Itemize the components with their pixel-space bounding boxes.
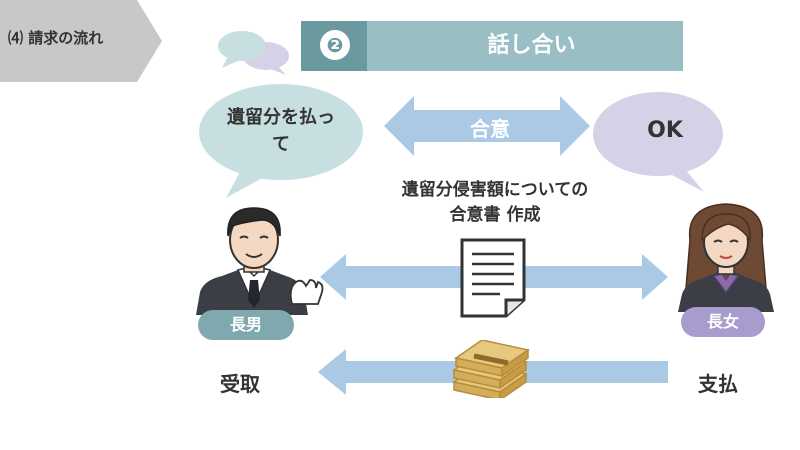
speech-bubble-left-line2: て — [272, 134, 290, 155]
speech-bubble-left-text: 遺留分を払っ て — [206, 104, 356, 158]
document-caption-line1: 遺留分侵害額についての — [401, 180, 589, 200]
speech-bubble-right-text: OK — [647, 118, 683, 143]
step-number: ❷ — [320, 30, 350, 60]
name-badge-right: 長女 — [681, 307, 765, 337]
man-avatar — [196, 207, 324, 315]
speech-bubble-left — [199, 84, 363, 198]
section-tab — [0, 0, 162, 82]
step-title: 話し合い — [487, 33, 576, 58]
section-label: ⑷ 請求の流れ — [8, 29, 104, 47]
speech-bubble-right — [593, 92, 723, 192]
document-caption: 遺留分侵害額についての 合意書 作成 — [330, 178, 660, 228]
name-badge-left: 長男 — [198, 310, 294, 340]
agreement-arrow — [384, 96, 590, 156]
document-icon — [460, 238, 526, 318]
agreement-label: 合意 — [470, 117, 510, 141]
speech-bubble-left-line1: 遺留分を払っ — [227, 107, 335, 128]
role-label-left: 受取 — [220, 372, 260, 396]
role-label-right: 支払 — [698, 372, 738, 396]
money-stack-icon — [452, 340, 530, 398]
woman-avatar — [678, 203, 774, 312]
chat-icon — [218, 31, 289, 75]
document-caption-line2: 合意書 作成 — [449, 205, 541, 225]
